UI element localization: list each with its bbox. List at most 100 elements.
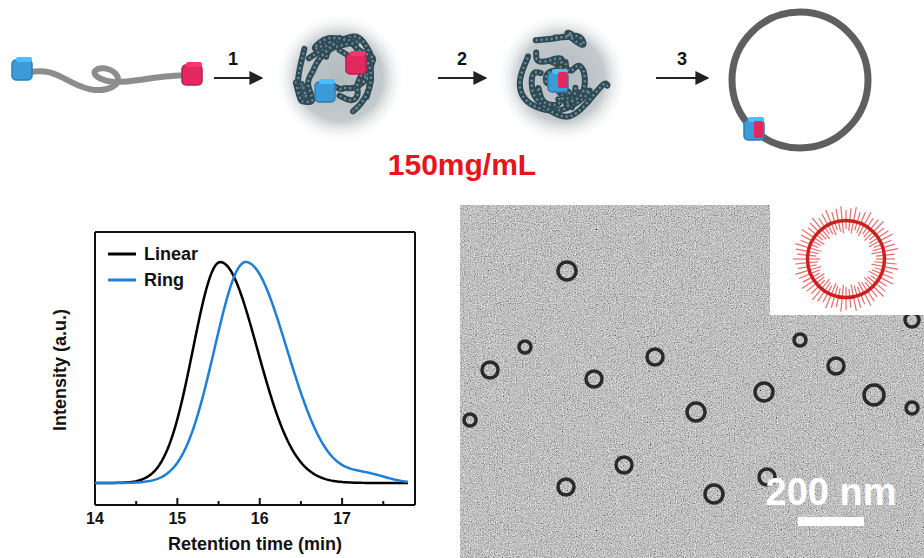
- brush-chain: [874, 245, 880, 248]
- collapsed-chain: [536, 33, 584, 45]
- x-tick: [259, 498, 261, 505]
- tem-ring: [906, 402, 918, 414]
- brush-chain: [836, 209, 838, 220]
- brush-chain: [793, 258, 806, 259]
- brush-chain: [865, 282, 869, 287]
- blue-end-group: [12, 60, 32, 80]
- collapsed-chain: [536, 53, 566, 69]
- brush-chain: [817, 236, 822, 240]
- brush-chain: [886, 254, 895, 256]
- brush-chain: [884, 271, 893, 274]
- brush-chain: [869, 236, 874, 240]
- brush-chain: [849, 299, 851, 308]
- chain-bead: [536, 53, 566, 69]
- brush-chain: [865, 294, 871, 305]
- brush-chain: [841, 206, 842, 219]
- brush-chain: [861, 212, 865, 222]
- brush-chain: [832, 225, 836, 235]
- collapsed-chain: [532, 72, 608, 117]
- brush-chain: [883, 274, 893, 278]
- brush-chain: [823, 279, 830, 288]
- brush-chain: [857, 225, 860, 233]
- brush-chain: [871, 220, 878, 229]
- brush-chain: [876, 258, 883, 259]
- brush-chain: [854, 207, 857, 220]
- brush-chain: [825, 228, 829, 234]
- legend-line: [108, 279, 136, 282]
- legend-text: Linear: [144, 245, 198, 263]
- brush-chain: [885, 249, 898, 252]
- brush-chain: [798, 267, 807, 269]
- brush-chain: [855, 224, 857, 231]
- brush-chain: [811, 248, 822, 251]
- brush-chain: [884, 244, 895, 247]
- tem-ring: [647, 349, 663, 365]
- brush-chain: [864, 233, 872, 241]
- legend-text: Ring: [144, 271, 184, 289]
- step-arrow: [656, 77, 708, 79]
- scale-label: 200 nm: [766, 473, 897, 511]
- concentration-label: 150mg/mL: [388, 150, 536, 180]
- globule-halo: [274, 12, 406, 144]
- brush-chain: [872, 264, 883, 266]
- tem-ring: [464, 414, 476, 426]
- tick-label: 15: [168, 511, 186, 527]
- brush-chain: [811, 267, 822, 270]
- brush-chain: [799, 274, 809, 278]
- blue-end-group: [548, 72, 568, 92]
- chain-bead: [331, 72, 371, 89]
- brush-chain: [795, 271, 807, 275]
- tem-ring: [755, 383, 773, 401]
- tem-ring: [705, 485, 723, 503]
- axis-title: Intensity (a.u.): [51, 309, 69, 431]
- brush-chain: [829, 285, 832, 291]
- inset-panel: [770, 205, 924, 315]
- brush-chain: [795, 263, 806, 264]
- brush-chain: [845, 222, 846, 229]
- brush-chain: [879, 281, 886, 286]
- step-number: 3: [677, 50, 687, 68]
- x-tick: [382, 501, 384, 505]
- brush-chain: [835, 286, 838, 295]
- chain-bead: [546, 67, 570, 96]
- brush-chain: [831, 297, 834, 308]
- brush-chain: [869, 271, 879, 276]
- tem-ring: [794, 334, 806, 346]
- brush-chain: [858, 226, 863, 236]
- brush-chain: [809, 261, 818, 263]
- brush-chain: [835, 224, 837, 231]
- brush-chain: [848, 289, 850, 296]
- brush-chain: [795, 244, 807, 248]
- x-tick: [94, 498, 96, 505]
- brush-chain: [877, 284, 886, 291]
- brush-chain: [807, 284, 816, 291]
- brush-chain: [883, 240, 891, 243]
- brush-chain: [836, 298, 838, 307]
- brush-chain: [885, 267, 898, 270]
- brush-chain: [813, 273, 819, 276]
- brush-chain: [861, 296, 864, 304]
- brush-chain: [842, 285, 843, 296]
- brush-chain: [823, 294, 827, 302]
- axis-title: Retention time (min): [168, 535, 342, 553]
- blue-end-group-top: [319, 79, 335, 84]
- brush-chain: [872, 270, 880, 273]
- blue-end-group: [315, 82, 335, 102]
- chain-bead: [536, 33, 584, 45]
- brush-chain: [877, 228, 884, 234]
- brush-chain: [875, 268, 882, 270]
- brush-chain: [872, 252, 883, 254]
- collapsed-chain: [546, 67, 570, 96]
- brush-chain: [868, 218, 873, 225]
- polymer-chain: [28, 68, 190, 90]
- tem-ring: [864, 385, 884, 405]
- y-axis: [94, 232, 96, 505]
- brush-chain: [820, 280, 825, 285]
- tem-ring: [482, 362, 498, 378]
- brush-chain: [826, 210, 831, 222]
- brush-chain: [868, 292, 874, 301]
- brush-chain: [803, 278, 811, 282]
- brush-chain: [871, 290, 877, 297]
- brush-chain: [826, 296, 831, 308]
- brush-chain: [845, 287, 846, 296]
